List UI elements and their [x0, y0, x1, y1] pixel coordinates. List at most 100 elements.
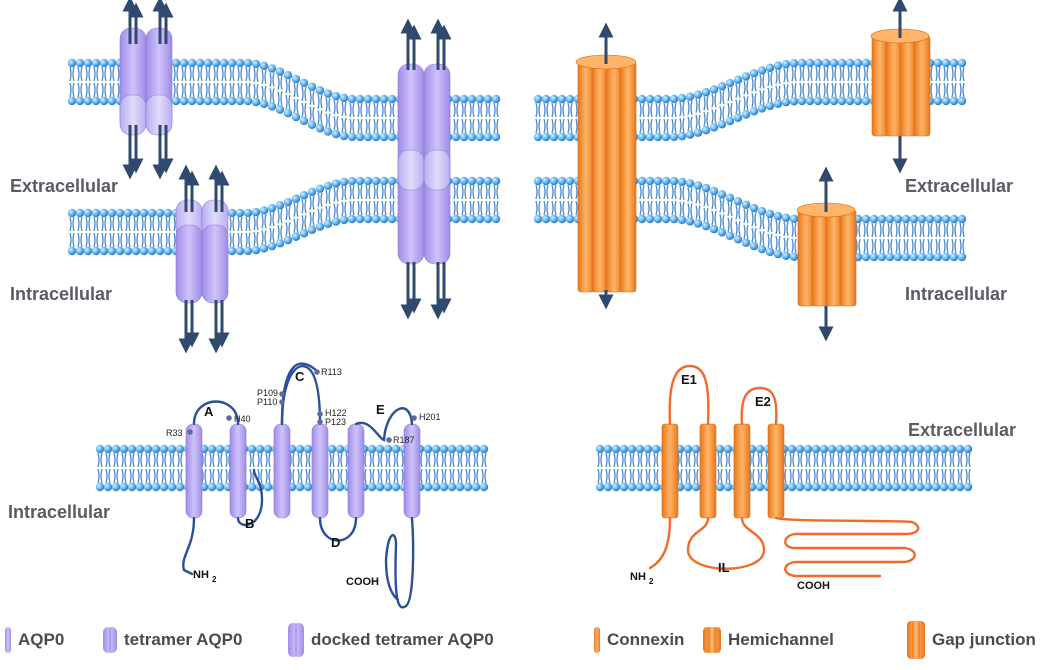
- lipid-head: [227, 58, 237, 68]
- gap-junction-segment-2: [605, 61, 623, 293]
- aqp0-nh2-label: NH: [193, 569, 209, 581]
- lipid-head: [451, 176, 461, 186]
- gap-junction-segment-0: [577, 61, 595, 293]
- lipid-head: [741, 110, 751, 119]
- lipid-head: [367, 482, 377, 492]
- lipid-head: [147, 246, 157, 256]
- lipid-head: [175, 482, 185, 492]
- connexin-cooh-label: COOH: [797, 580, 830, 592]
- docked-tetramer-aqp0-legend-icon: [288, 623, 304, 657]
- lipid-head: [693, 181, 703, 190]
- lipid-head: [653, 132, 663, 142]
- c-terminus: [384, 516, 415, 609]
- lipid-head: [909, 252, 919, 262]
- lipid-head: [467, 132, 477, 142]
- lipid-head: [211, 96, 221, 106]
- lipid-head: [483, 214, 493, 224]
- lipid-head: [925, 252, 935, 262]
- lipid-head: [211, 58, 221, 68]
- hemichannel-lower-segment-2: [825, 209, 843, 307]
- h122-dot: [317, 411, 323, 417]
- lipid-head: [187, 96, 197, 106]
- lipid-head: [459, 132, 469, 142]
- lipid-head: [933, 214, 943, 224]
- lipid-head: [347, 132, 357, 142]
- lipid-head: [339, 177, 349, 187]
- p123-dot: [317, 419, 323, 425]
- lipid-head: [677, 93, 687, 103]
- lipid-head: [151, 444, 161, 454]
- lipid-head: [787, 444, 797, 454]
- lipid-head: [227, 96, 237, 106]
- lipid-head: [215, 482, 225, 492]
- lipid-head: [491, 214, 501, 224]
- lipid-head: [167, 444, 177, 454]
- hemichannel-upper-segment-0: [871, 35, 889, 137]
- lipid-head: [795, 444, 805, 454]
- lipid-head: [843, 482, 853, 492]
- lipid-head: [635, 444, 645, 454]
- lipid-head: [773, 99, 783, 108]
- lipid-head: [379, 214, 389, 224]
- lipid-head: [263, 482, 273, 492]
- lipid-head: [949, 252, 959, 262]
- p110-label: P110: [257, 397, 277, 407]
- tetramer-aqp0-upper-light-0: [119, 94, 147, 136]
- lipid-head: [803, 444, 813, 454]
- lipid-head: [797, 58, 807, 68]
- lipid-head: [837, 96, 847, 106]
- lipid-head: [941, 58, 951, 68]
- lipid-tails: [97, 452, 487, 484]
- aqp0-helix-3: [273, 423, 291, 519]
- lipid-head: [603, 444, 613, 454]
- lipid-head: [781, 59, 791, 69]
- lipid-head: [107, 208, 117, 218]
- lipid-head: [717, 228, 727, 237]
- lipid-head: [331, 129, 341, 139]
- lipid-head: [95, 444, 105, 454]
- lipid-head: [603, 482, 613, 492]
- docked-tetramer-aqp0-mid-1: [423, 149, 451, 191]
- lipid-head: [909, 214, 919, 224]
- r187-label: R187: [393, 435, 415, 445]
- topology-loops: [182, 362, 920, 609]
- lipid-head: [299, 229, 309, 238]
- lipid-head: [171, 96, 181, 106]
- lipid-head: [75, 96, 85, 106]
- lipid-head: [451, 214, 461, 224]
- n-terminus: [182, 516, 196, 576]
- e1-label: E1: [681, 372, 697, 387]
- lipid-head: [901, 214, 911, 224]
- aqp0-nh2-subscript: 2: [212, 575, 217, 584]
- lipid-head: [883, 444, 893, 454]
- lipid-head: [949, 214, 959, 224]
- aqp0-helix-1: [185, 423, 203, 519]
- lipid-head: [741, 238, 751, 247]
- lipid-head: [755, 482, 765, 492]
- lipid-head: [439, 482, 449, 492]
- lipid-head: [207, 444, 217, 454]
- lipid-head: [947, 444, 957, 454]
- legend-tetramer-aqp0-label: tetramer AQP0: [124, 630, 243, 649]
- lipid-head: [645, 214, 655, 224]
- legend-docked-tetramer-aqp0: docked tetramer AQP0: [287, 622, 494, 658]
- hemichannel-upper-segment-1: [885, 35, 903, 137]
- lipid-head: [195, 58, 205, 68]
- lipid-head: [267, 203, 277, 213]
- lipid-head: [709, 186, 719, 196]
- lipid-head: [827, 444, 837, 454]
- lipid-head: [957, 214, 967, 224]
- lipid-head: [851, 444, 861, 454]
- lipid-head: [347, 214, 357, 224]
- lipid-head: [691, 482, 701, 492]
- aqp0-legend-icon: [5, 627, 11, 653]
- lipid-head: [123, 208, 133, 218]
- hemichannel-lower-segment-3: [839, 209, 857, 307]
- lipid-head: [247, 482, 257, 492]
- lipid-head: [595, 444, 605, 454]
- tetramer-aqp0-lower-0: [175, 224, 203, 304]
- lipid-head: [455, 482, 465, 492]
- lipid-head: [709, 224, 719, 234]
- lipid-head: [765, 209, 775, 219]
- connexin-helix-3: [733, 423, 751, 519]
